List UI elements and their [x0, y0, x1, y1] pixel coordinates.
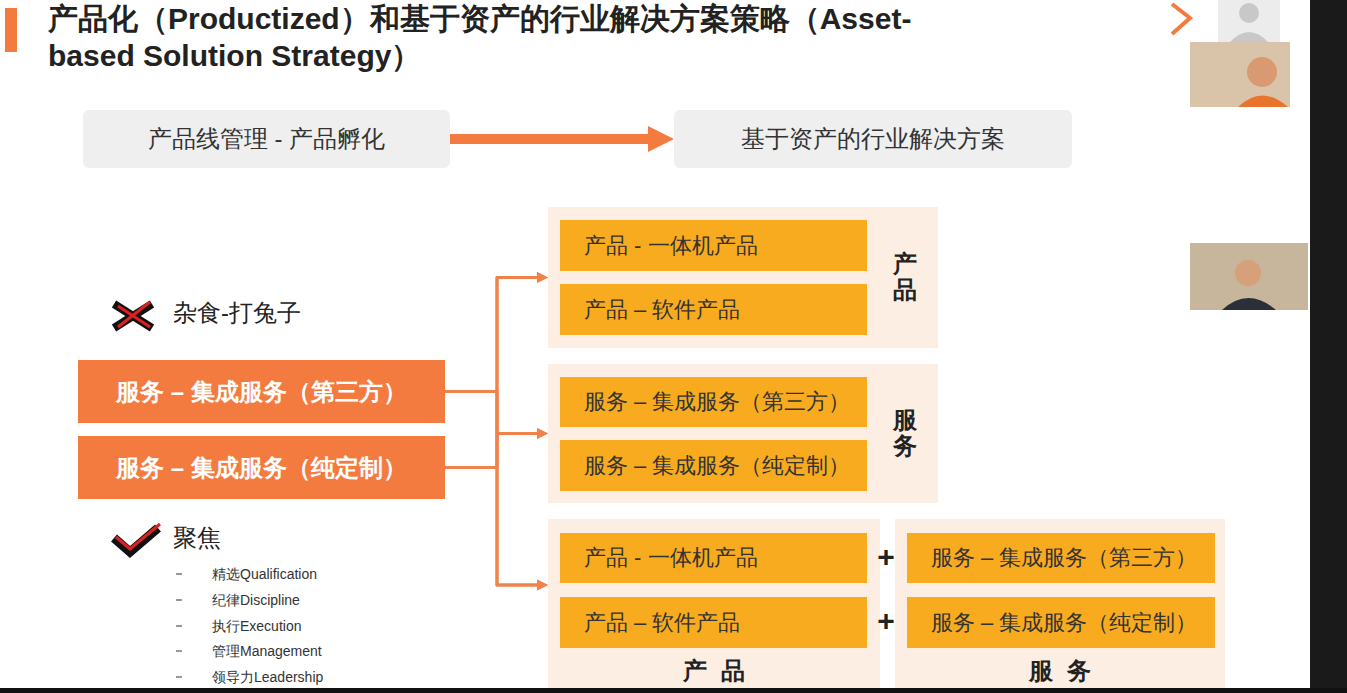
bullet-item: 管理Management	[212, 642, 322, 660]
video-tile	[1190, 42, 1290, 107]
bullet-dash	[176, 676, 182, 677]
item-box: 产品 – 软件产品	[560, 597, 867, 648]
branch-arrow	[445, 468, 537, 586]
window-bottom-strip	[0, 688, 1347, 693]
title-accent-bar	[5, 8, 17, 52]
avatar-body	[1230, 32, 1268, 42]
box-text: 服务 – 集成服务（第三方）	[116, 376, 407, 408]
option-label: 聚焦	[173, 522, 221, 554]
group-panel: 服务 服务 – 集成服务（第三方） 服务 – 集成服务（纯定制）	[548, 364, 938, 503]
box-text: 服务 – 集成服务（纯定制）	[584, 451, 850, 481]
group-panel: 产品 产品 - 一体机产品产品 – 软件产品	[548, 519, 880, 688]
branch-arrow	[445, 392, 537, 586]
box-text: 产品 - 一体机产品	[584, 231, 758, 261]
bullet-dash	[176, 650, 182, 651]
cross-icon	[114, 302, 152, 328]
avatar-head	[1239, 3, 1259, 23]
plus-sign: +	[876, 603, 896, 639]
bullet-dash	[176, 625, 182, 626]
box-text: 服务 – 集成服务（第三方）	[584, 387, 850, 417]
panel-heading: 产品	[893, 251, 917, 304]
group-panel: 服务 服务 – 集成服务（第三方） 服务 – 集成服务（纯定制）	[895, 519, 1225, 688]
option-label: 杂食-打兔子	[173, 297, 301, 329]
box-text: 产品 – 软件产品	[584, 295, 740, 325]
item-box: 产品 - 一体机产品	[560, 533, 867, 583]
avatar-ground	[1218, 0, 1280, 42]
slide-title: 产品化（Productized）和基于资产的行业解决方案策略（Asset-bas…	[48, 0, 968, 74]
plus-sign: +	[876, 539, 896, 575]
heading-box: 产品线管理 - 产品孵化	[83, 110, 450, 168]
bullet-item: 领导力Leadership	[212, 668, 323, 686]
service-box: 服务 – 集成服务（纯定制）	[78, 436, 445, 499]
heading-box: 基于资产的行业解决方案	[674, 110, 1072, 168]
video-ground	[1190, 243, 1308, 310]
window-edge-strip	[1310, 0, 1347, 693]
video-tile	[1190, 243, 1308, 310]
box-text: 服务 – 集成服务（第三方）	[931, 543, 1197, 573]
check-red-stroke	[116, 524, 160, 549]
item-box: 服务 – 集成服务（第三方）	[560, 377, 867, 427]
bullet-item: 执行Execution	[212, 617, 301, 635]
bullet-item: 精选Qualification	[212, 565, 317, 583]
block-arrow	[450, 134, 648, 144]
video-ground	[1190, 42, 1290, 107]
panel-heading: 服务	[893, 407, 917, 460]
box-text: 产品线管理 - 产品孵化	[148, 123, 385, 155]
branch-arrow	[445, 278, 537, 392]
bullet-item: 纪律Discipline	[212, 591, 300, 609]
item-box: 产品 - 一体机产品	[560, 220, 867, 271]
cross-red-stroke	[118, 302, 150, 327]
avatar-tile	[1218, 0, 1280, 42]
video-face	[1235, 260, 1261, 286]
item-box: 服务 – 集成服务（纯定制）	[560, 440, 867, 491]
bullet-dashes	[176, 574, 182, 677]
box-text: 产品 – 软件产品	[584, 608, 740, 638]
video-body	[1222, 298, 1276, 310]
item-box: 服务 – 集成服务（纯定制）	[907, 597, 1215, 648]
box-text: 产品 - 一体机产品	[584, 543, 758, 573]
box-text: 基于资产的行业解决方案	[741, 123, 1005, 155]
box-text: 服务 – 集成服务（纯定制）	[931, 608, 1197, 638]
video-face	[1247, 57, 1277, 87]
check-icon	[114, 524, 160, 552]
logo-mark	[1172, 4, 1190, 34]
item-box: 产品 – 软件产品	[560, 284, 867, 335]
group-panel: 产品 产品 - 一体机产品产品 – 软件产品	[548, 207, 938, 348]
service-box: 服务 – 集成服务（第三方）	[78, 360, 445, 423]
item-box: 服务 – 集成服务（第三方）	[907, 533, 1215, 583]
panel-heading: 服务	[895, 657, 1225, 685]
panel-heading: 产品	[548, 657, 880, 685]
box-text: 服务 – 集成服务（纯定制）	[116, 452, 407, 484]
branch-arrow	[445, 392, 537, 434]
branch-arrow	[445, 278, 537, 468]
bullet-dash	[176, 573, 182, 574]
bullet-dash	[176, 599, 182, 600]
video-body	[1238, 96, 1288, 108]
branch-arrow	[445, 434, 537, 468]
